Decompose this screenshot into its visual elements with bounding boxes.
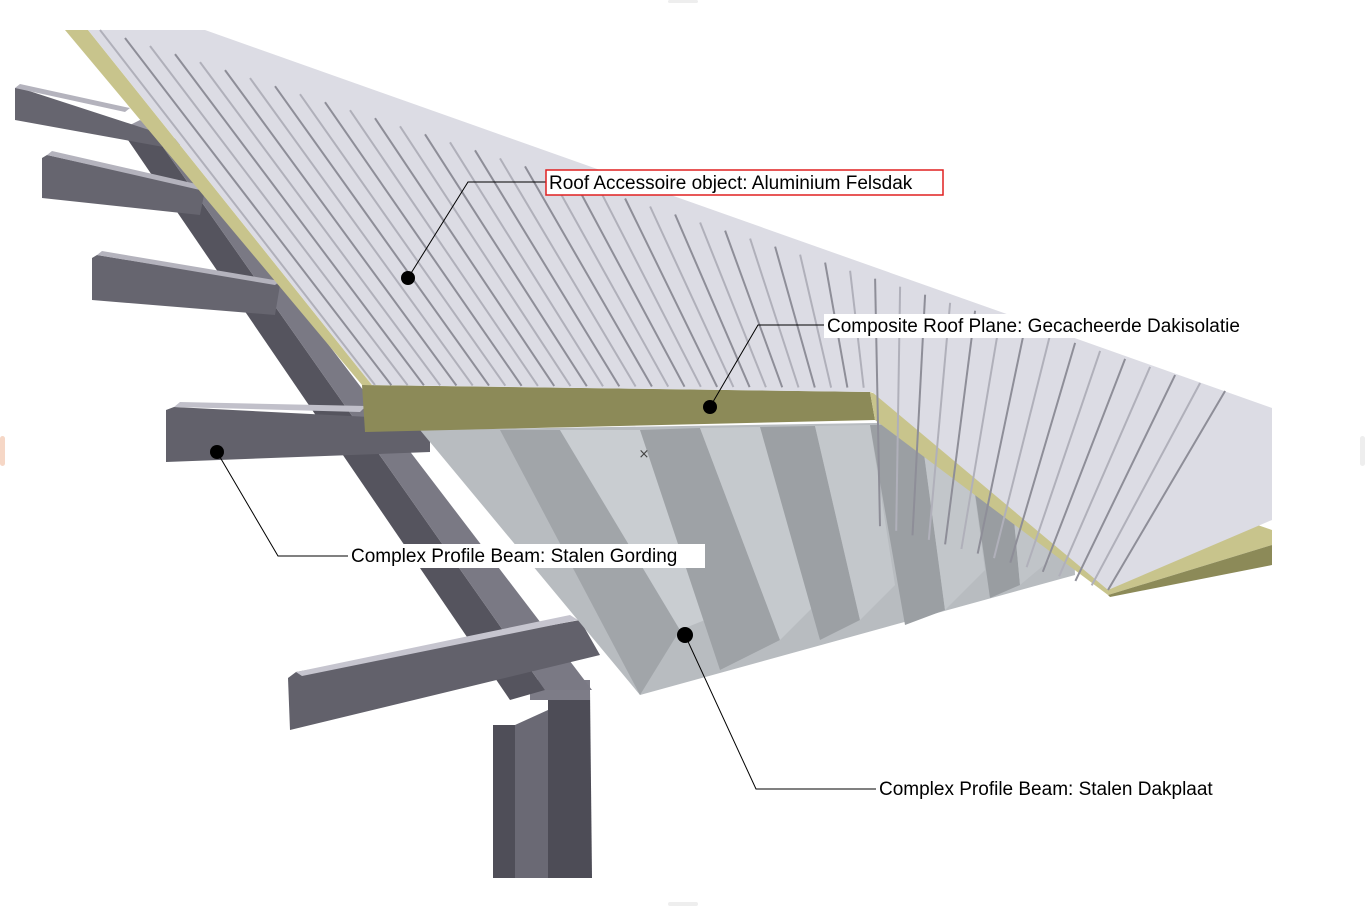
roof-seam: [1058, 366, 1152, 577]
roof-seam: [724, 230, 784, 388]
roof-seam: [274, 85, 490, 387]
roof-seam: [1009, 342, 1077, 563]
roof-seam: [174, 53, 425, 386]
roof-seam: [944, 310, 977, 545]
right-edge-handle[interactable]: [1360, 436, 1365, 466]
roof-seam: [976, 326, 1027, 554]
roof-seam: [574, 181, 686, 388]
aluminium-roof-sheets[interactable]: [88, 29, 1272, 591]
callout-deck-beam[interactable]: Complex Profile Beam: Stalen Dakplaat: [876, 777, 1240, 801]
roof-seam: [349, 109, 539, 387]
left-edge-handle[interactable]: [0, 436, 5, 466]
roof-seam: [324, 101, 523, 387]
anchor-dots: [210, 271, 717, 643]
roof-seam: [499, 157, 637, 388]
roof-seam: [549, 173, 670, 388]
top-edge-handle[interactable]: [668, 0, 698, 3]
callout-roof-accessory[interactable]: Roof Accessoire object: Aluminium Felsda…: [545, 169, 944, 196]
roof-seam: [149, 45, 409, 386]
roof-seam: [424, 133, 588, 387]
roof-seam: [1107, 390, 1226, 591]
roof-seam: [1041, 358, 1127, 573]
roof-seam: [474, 149, 621, 387]
roof-seam: [993, 334, 1052, 559]
roof-seam: [1074, 374, 1177, 582]
roof-seam: [699, 222, 767, 388]
roof-seam: [399, 125, 572, 387]
roof-seam: [799, 254, 833, 388]
roof-seam: [774, 246, 816, 388]
roof-seam: [1090, 382, 1201, 586]
roof-seam: [249, 77, 474, 387]
roof-seam: [649, 206, 735, 388]
roof-seam: [599, 189, 702, 388]
callout-composite-roof[interactable]: Composite Roof Plane: Gecacheerde Dakiso…: [824, 314, 1272, 338]
callout-label: Roof Accessoire object: Aluminium Felsda…: [549, 173, 913, 194]
roof-seam: [124, 37, 393, 386]
roof-seam: [624, 198, 718, 388]
roof-seam: [449, 141, 604, 387]
callout-label: Composite Roof Plane: Gecacheerde Dakiso…: [827, 316, 1240, 337]
bottom-edge-handle[interactable]: [668, 902, 698, 906]
steel-deck[interactable]: [420, 420, 1075, 695]
roof-seam: [749, 238, 800, 388]
callout-label: Complex Profile Beam: Stalen Dakplaat: [879, 779, 1213, 800]
roof-seam: [99, 29, 376, 386]
roof-seam: [674, 214, 751, 388]
roof-seam: [199, 61, 442, 386]
leader-lines: [216, 181, 878, 790]
roof-seam: [1025, 350, 1102, 568]
roof-seam: [927, 302, 952, 540]
roof-seam: [374, 117, 556, 387]
steel-purlins[interactable]: [15, 84, 600, 730]
roof-seam: [524, 165, 653, 387]
callout-purlin-beam[interactable]: Complex Profile Beam: Stalen Gording: [348, 544, 705, 568]
callout-label: Complex Profile Beam: Stalen Gording: [351, 546, 677, 567]
roof-seam: [224, 69, 458, 387]
roof-seam: [299, 93, 507, 387]
roof-seam: [960, 318, 1002, 550]
pick-point-marker-icon: ×: [639, 447, 650, 462]
selection-outline: [545, 169, 944, 196]
